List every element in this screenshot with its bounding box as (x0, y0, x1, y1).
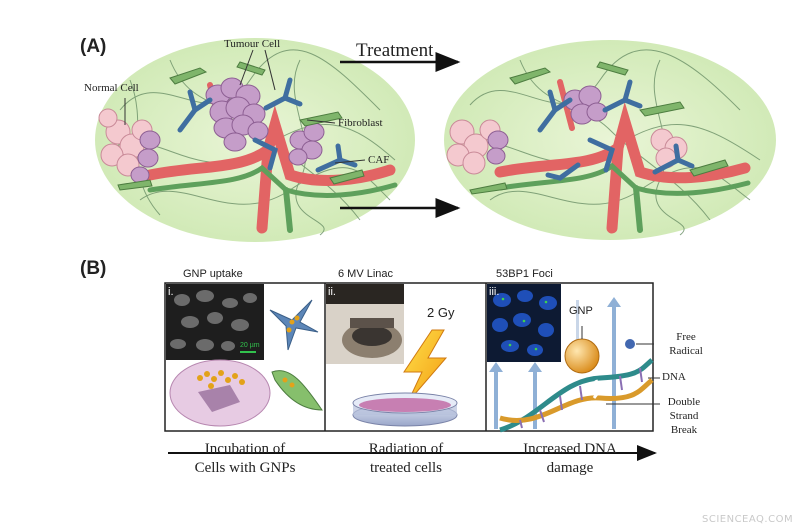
radiation-bolt-icon (403, 329, 448, 403)
radiation-beams (489, 297, 621, 429)
tissue-before (95, 38, 415, 242)
scale-bar-label: 20 µm (240, 342, 260, 349)
panel-a-label: (A) (80, 36, 107, 57)
caption-incubation-line1: Incubation of (204, 441, 286, 457)
caption-dna-damage-line2: damage (546, 460, 594, 476)
free-radical-dot (625, 339, 635, 349)
tissue-after (444, 40, 776, 240)
caption-radiation: Radiation of treated cells (326, 440, 486, 478)
free-radical-label: Free Radical (669, 331, 703, 357)
foci-micrograph (487, 284, 561, 362)
panel-b-label: (B) (80, 258, 107, 279)
gnp-laden-caf (269, 299, 319, 351)
caption-incubation-line2: Cells with GNPs (194, 460, 296, 476)
dose-label: 2 Gy (427, 305, 455, 320)
box1-roman: i. (168, 286, 174, 298)
caf-label: CAF (368, 154, 390, 166)
gnp-micrograph (166, 284, 264, 360)
gnp-sphere (564, 338, 600, 374)
box2-title: 6 MV Linac (338, 268, 394, 280)
cell-with-gnps (169, 359, 271, 427)
dna-label: DNA (662, 371, 686, 383)
petri-dish (352, 392, 458, 427)
fibroblast-with-gnps (271, 370, 323, 411)
double-strand-break-label: Double Strand Break (667, 396, 701, 436)
box1-title: GNP uptake (183, 268, 243, 280)
box2-roman: ii. (328, 286, 336, 298)
watermark: SCIENCEAQ.COM (702, 514, 794, 525)
normal-cell-label: Normal Cell (84, 82, 139, 94)
caption-radiation-line2: treated cells (369, 460, 443, 476)
linac-photo (326, 284, 404, 364)
box3-title: 53BP1 Foci (496, 268, 553, 280)
tumour-cell-label: Tumour Cell (224, 38, 281, 50)
caption-dna-damage: Increased DNA damage (487, 440, 653, 478)
dna-helix (499, 358, 654, 433)
caption-incubation: Incubation of Cells with GNPs (166, 440, 324, 478)
caption-radiation-line1: Radiation of (368, 441, 444, 457)
fibroblast-label: Fibroblast (338, 117, 383, 129)
box3-roman: iii. (489, 286, 500, 298)
label-leaders-a (124, 49, 366, 164)
gnp-label: GNP (569, 305, 593, 317)
caption-dna-damage-line1: Increased DNA (523, 441, 617, 457)
treatment-label: Treatment (356, 40, 434, 61)
